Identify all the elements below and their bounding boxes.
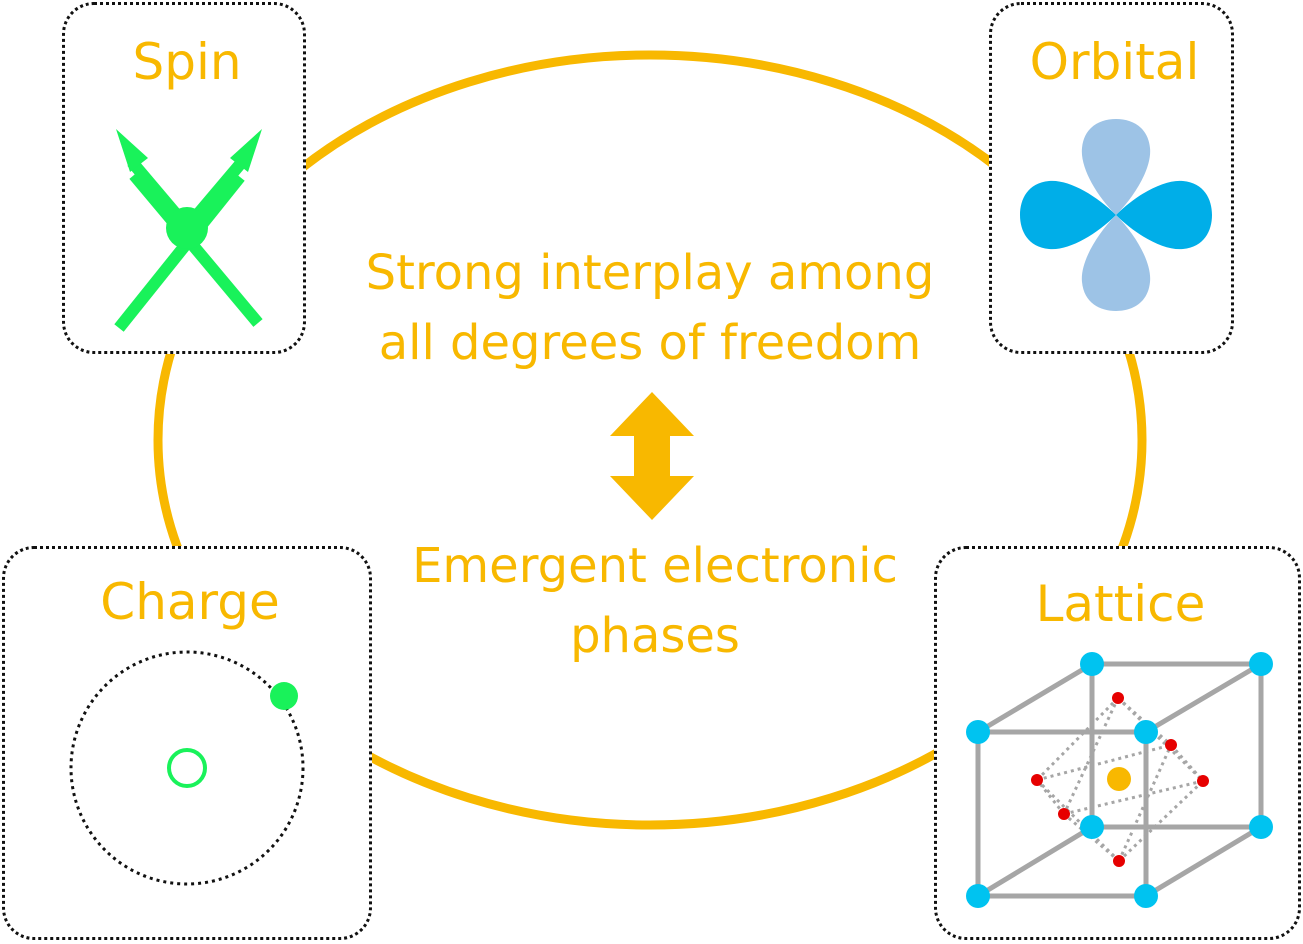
charge-icon bbox=[69, 650, 305, 886]
charge-panel: Charge bbox=[2, 546, 372, 940]
electron-icon bbox=[270, 682, 298, 710]
interplay-ring bbox=[153, 50, 1147, 830]
lattice-panel: Lattice bbox=[934, 546, 1301, 940]
orbital-panel: Orbital bbox=[989, 2, 1234, 354]
interplay-text: Strong interplay among all degrees of fr… bbox=[330, 238, 970, 378]
interplay-line-1: Strong interplay among bbox=[365, 245, 935, 301]
d-orbital-icon bbox=[1020, 119, 1212, 311]
interplay-line-2: all degrees of freedom bbox=[378, 315, 922, 371]
emergent-text: Emergent electronic phases bbox=[330, 531, 980, 671]
lattice-title: Lattice bbox=[1035, 575, 1206, 633]
nucleus-icon bbox=[167, 748, 207, 788]
emergent-line-2: phases bbox=[570, 608, 740, 664]
spin-panel: Spin bbox=[62, 2, 306, 354]
electron-orbit bbox=[69, 650, 305, 886]
spin-icon bbox=[114, 129, 263, 332]
orbital-title: Orbital bbox=[1029, 33, 1200, 91]
spin-title: Spin bbox=[132, 33, 242, 91]
charge-title: Charge bbox=[100, 573, 280, 631]
double-arrow-icon bbox=[610, 392, 694, 520]
emergent-line-1: Emergent electronic bbox=[412, 538, 898, 594]
perovskite-lattice-icon bbox=[966, 652, 1273, 908]
